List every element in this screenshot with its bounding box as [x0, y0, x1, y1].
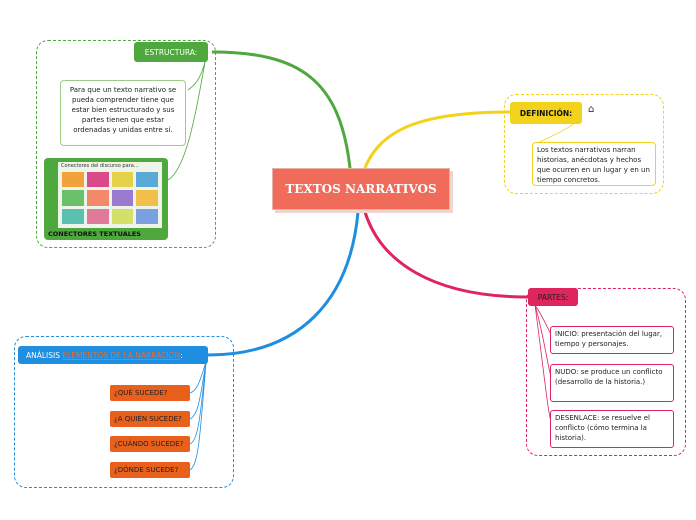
analisis-group — [14, 336, 234, 488]
partes-item-desenlace: DESENLACE: se resuelve el conflicto (cóm… — [550, 410, 674, 448]
connector-definicion — [363, 110, 511, 169]
elementos-link[interactable]: ELEMENTOS DE LA NARRACIÓN — [62, 350, 181, 360]
definicion-node[interactable]: DEFINICIÓN: — [510, 102, 582, 124]
question-quien[interactable]: ¿A QUIÉN SUCEDE? — [110, 411, 190, 427]
connector-partes — [363, 211, 529, 299]
partes-item-inicio: INICIO: presentación del lugar, tiempo y… — [550, 326, 674, 354]
connector-estructura — [211, 50, 352, 169]
estructura-node[interactable]: ESTRUCTURA: — [134, 42, 208, 62]
image-label: CONECTORES TEXTUALES — [48, 230, 141, 238]
analisis-title-suffix: : — [180, 350, 183, 360]
definicion-note: Los textos narrativos narran historias, … — [532, 142, 656, 186]
partes-group — [526, 288, 686, 456]
connector-analisis — [207, 211, 360, 357]
book-icon: ⌂ — [588, 104, 595, 115]
image-caption: Conectores del discurso para... — [61, 163, 139, 169]
conectores-thumbnail: Conectores del discurso para... — [58, 162, 162, 228]
analisis-node[interactable]: ANÁLISIS ELEMENTOS DE LA NARRACIÓN: — [18, 346, 208, 364]
question-que[interactable]: ¿QUÉ SUCEDE? — [110, 385, 190, 401]
question-donde[interactable]: ¿DÓNDE SUCEDE? — [110, 462, 190, 478]
question-cuando[interactable]: ¿CUÁNDO SUCEDE? — [110, 436, 190, 452]
central-title: TEXTOS NARRATIVOS — [272, 168, 450, 210]
partes-item-nudo: NUDO: se produce un conflicto (desarroll… — [550, 364, 674, 402]
definicion-group — [504, 94, 664, 194]
central-topic[interactable]: TEXTOS NARRATIVOS — [272, 168, 452, 212]
partes-node[interactable]: PARTES: — [528, 288, 578, 306]
conectores-image[interactable]: Conectores del discurso para... CONECTOR… — [44, 158, 168, 240]
estructura-group — [36, 40, 216, 248]
analisis-title-prefix: ANÁLISIS — [26, 350, 60, 360]
thumbnail-grid — [62, 172, 158, 224]
estructura-note: Para que un texto narrativo se pueda com… — [60, 80, 186, 146]
